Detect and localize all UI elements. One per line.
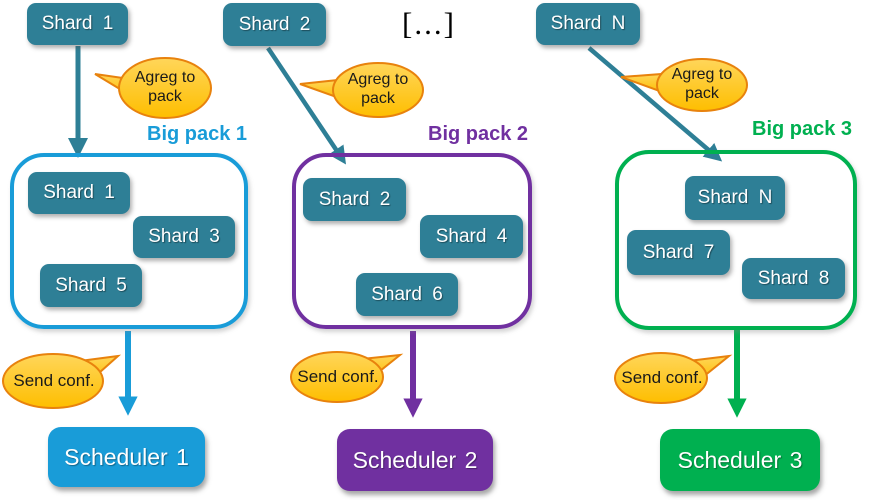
arrow-shard2-to-pack2	[266, 46, 347, 165]
ellipsis-label: [...]	[402, 6, 456, 41]
agreg-bubble-3-text: Agreg to pack	[671, 66, 733, 103]
big-pack-2	[292, 153, 532, 329]
scheduler-3: Scheduler 3	[660, 429, 820, 491]
send-bubble-2-shape	[290, 351, 404, 403]
agreg-bubble-1-shape	[94, 57, 212, 119]
scheduler-1: Scheduler 1	[48, 427, 205, 487]
send-bubble-1-text: Send conf.	[13, 371, 95, 390]
send-bubble-1-shape	[2, 353, 122, 409]
source-shard-1: Shard 1	[27, 3, 128, 45]
pack1-shard-1: Shard 1	[28, 172, 130, 214]
send-bubble-3-shape	[614, 352, 733, 404]
agreg-bubble-2-shape	[299, 62, 424, 118]
agreg-bubble-3-shape	[620, 58, 748, 112]
scheduler-2: Scheduler 2	[337, 429, 493, 491]
send-bubble-3-text: Send conf.	[621, 368, 703, 387]
pack1-shard-3: Shard 3	[133, 216, 235, 258]
big-pack-2-title: Big pack 2	[428, 123, 529, 145]
big-pack-3-title: Big pack 3	[752, 118, 853, 140]
pack2-shard-6: Shard 6	[356, 273, 458, 316]
big-pack-1	[10, 153, 248, 329]
big-pack-1-title: Big pack 1	[147, 123, 248, 145]
agreg-bubble-2-text: Agreg to pack	[347, 71, 409, 108]
pack2-shard-2: Shard 2	[303, 178, 406, 221]
pack3-shard-8: Shard 8	[742, 258, 845, 299]
pack3-shard-n: Shard N	[685, 176, 785, 220]
agreg-bubble-1-text: Agreg to pack	[134, 69, 196, 106]
pack3-shard-7: Shard 7	[627, 230, 730, 275]
pack1-shard-5: Shard 5	[40, 264, 142, 307]
source-shard-2: Shard 2	[223, 3, 326, 46]
send-bubble-2-text: Send conf.	[297, 367, 379, 386]
big-pack-3	[615, 150, 857, 330]
source-shard-n: Shard N	[536, 3, 640, 45]
arrow-shardN-to-pack3	[587, 46, 723, 162]
pack2-shard-4: Shard 4	[420, 215, 523, 258]
